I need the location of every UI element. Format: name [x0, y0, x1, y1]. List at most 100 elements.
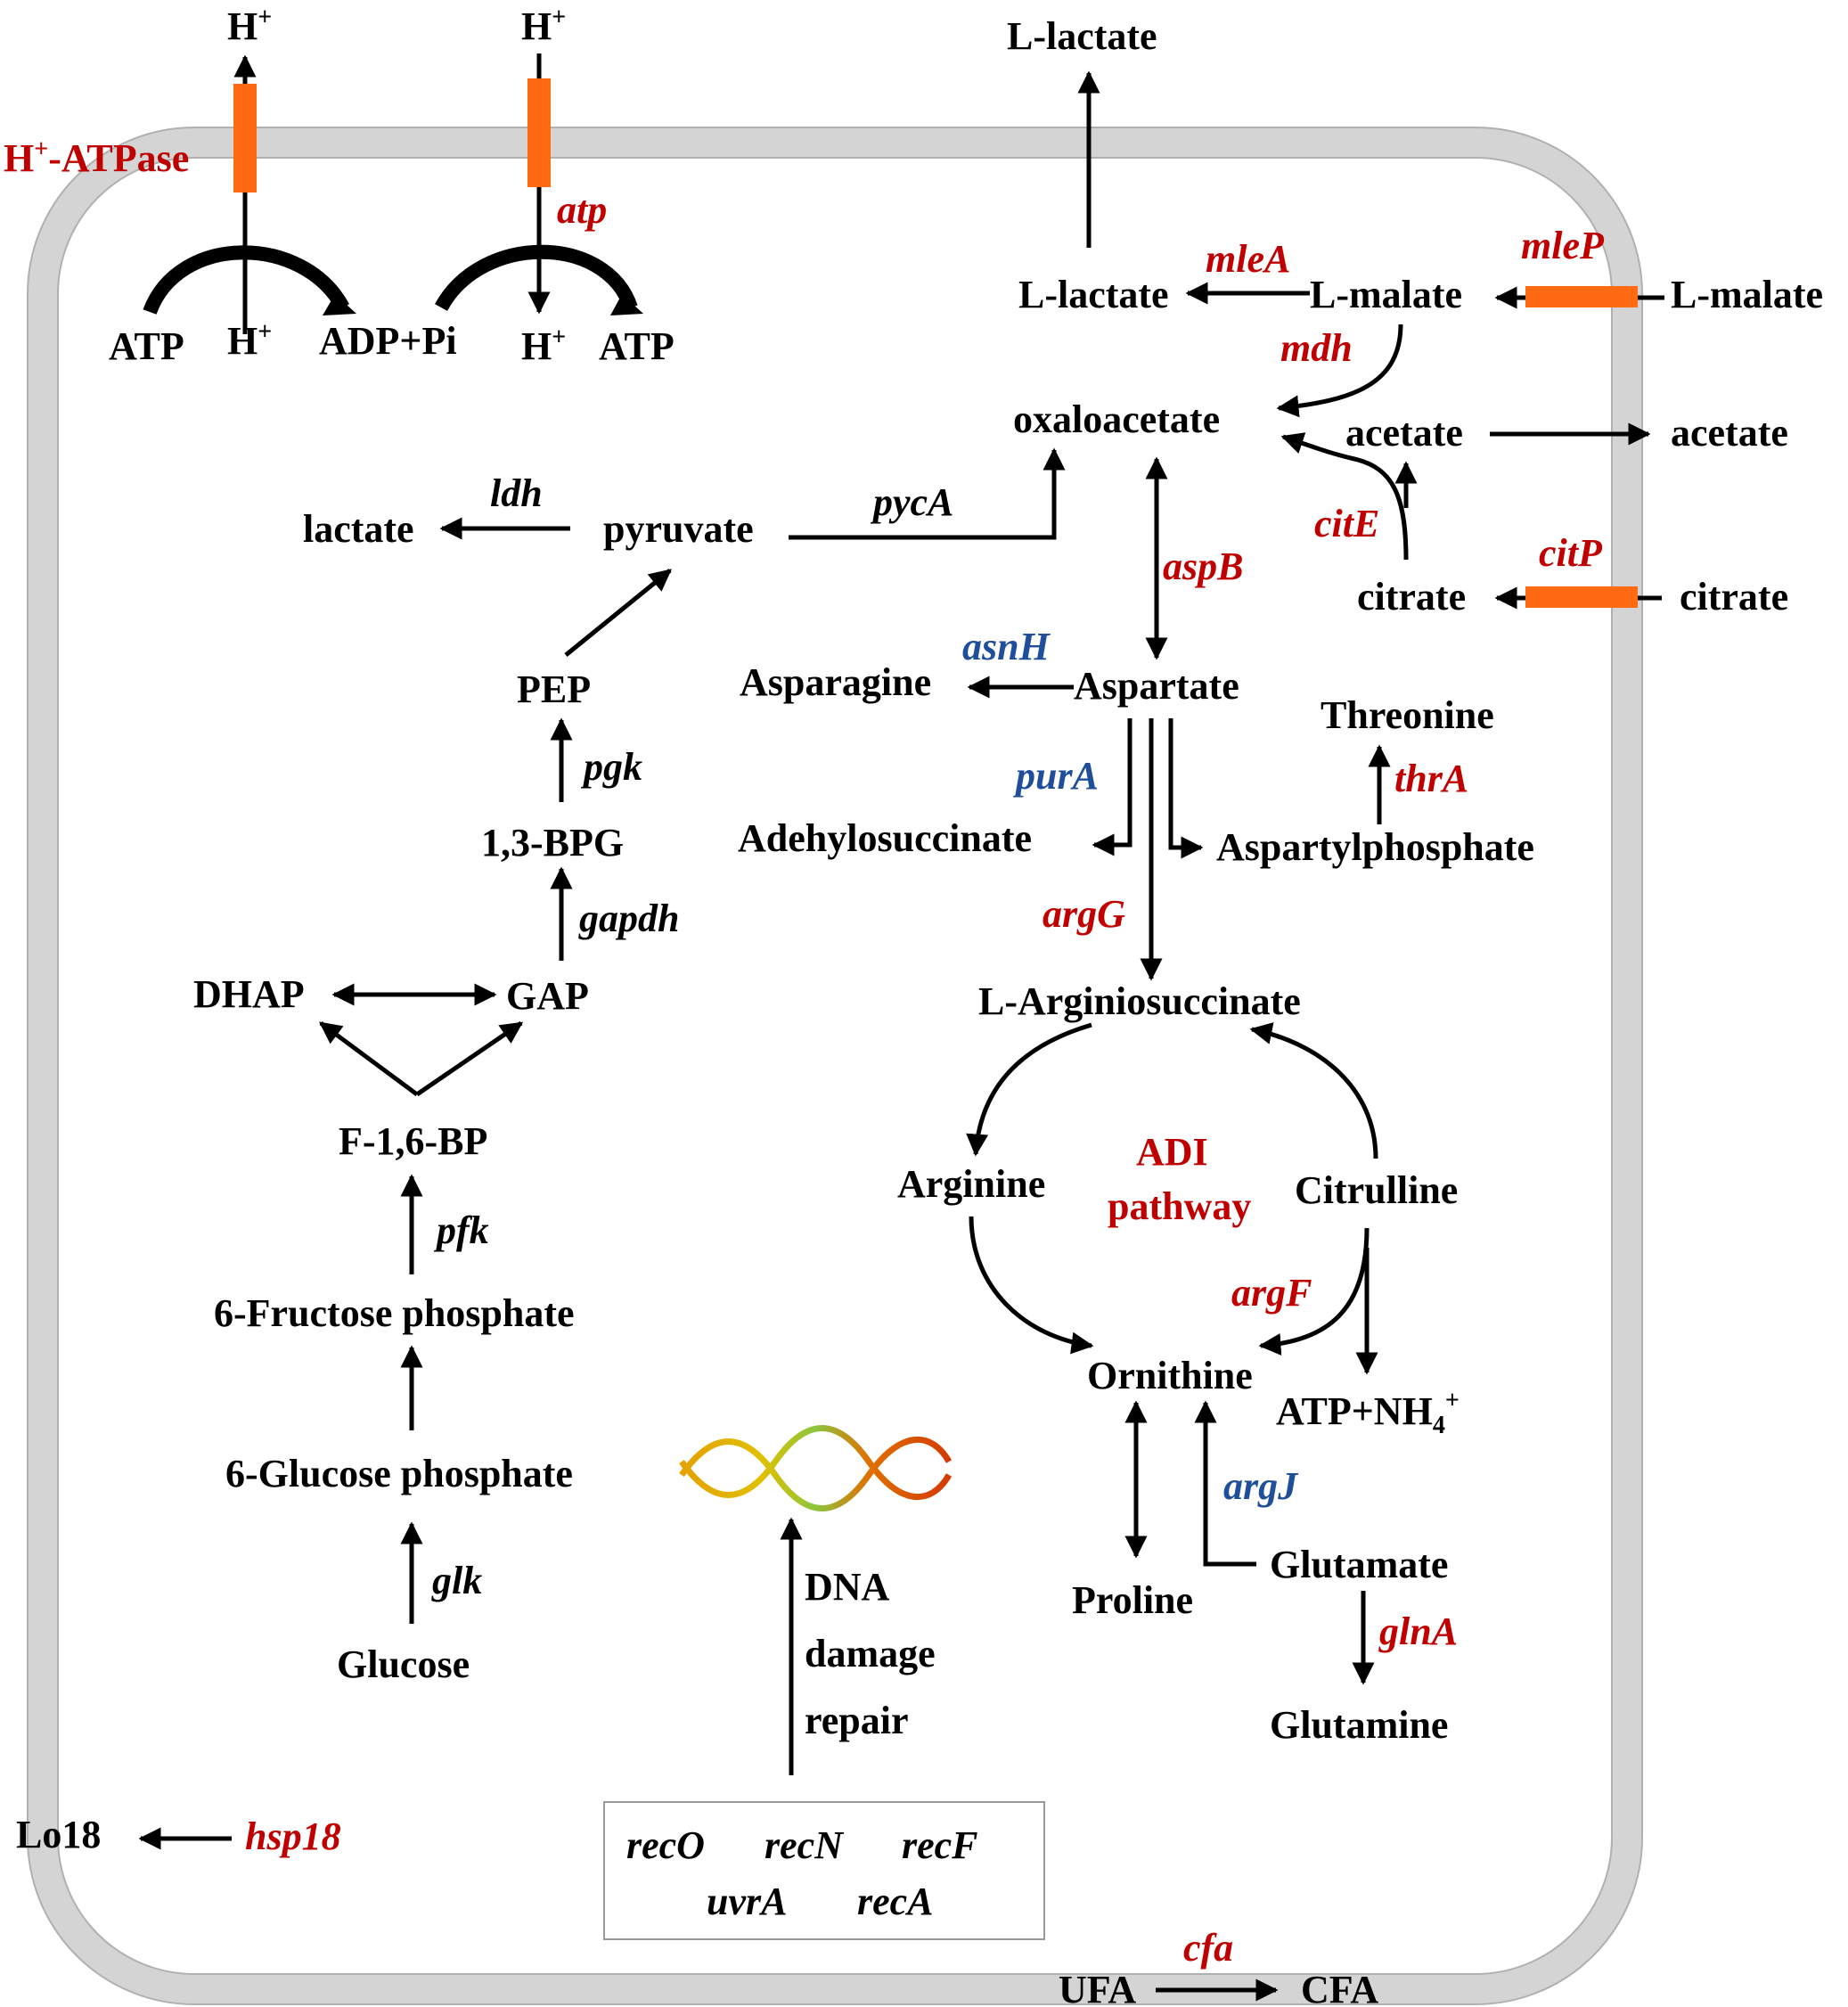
- dna-repair-line-1: DNA: [805, 1565, 890, 1609]
- dna-repair-line-3: repair: [805, 1699, 909, 1742]
- asparagine: Asparagine: [740, 660, 931, 704]
- f16bp-to-dhap-arrow: [318, 1020, 419, 1097]
- l-malate-external: L-malate: [1671, 273, 1823, 316]
- citrulline-to-arginiosuccinate-arrow: [1249, 1022, 1378, 1159]
- ornithine: Ornithine: [1087, 1354, 1253, 1397]
- gene-citP: citP: [1539, 531, 1603, 575]
- proline: Proline: [1072, 1578, 1193, 1622]
- h-plus-top-right: H+: [521, 4, 566, 48]
- adp-pi: ADP+Pi: [319, 319, 457, 363]
- arginiosuccinate-to-arginine-arrow: [966, 1022, 1092, 1157]
- h-plus-right: H+: [521, 324, 566, 368]
- citrulline: Citrulline: [1295, 1168, 1458, 1212]
- cell-membrane-inner-edge: [57, 157, 1613, 1975]
- gene-purA: purA: [1012, 754, 1099, 798]
- aspartylphosphate: Aspartylphosphate: [1216, 825, 1534, 869]
- atp-nh4: ATP+NH4+: [1276, 1387, 1460, 1439]
- gene-argF: argF: [1231, 1271, 1312, 1315]
- gene-pfk: pfk: [433, 1208, 489, 1252]
- dna-helix-icon: [679, 1425, 953, 1511]
- lactate: lactate: [303, 507, 414, 551]
- gene-hsp18: hsp18: [245, 1814, 341, 1858]
- atp-hydrolysis-arc: [143, 245, 350, 315]
- gap: GAP: [506, 974, 589, 1018]
- gene-argG: argG: [1043, 892, 1125, 936]
- gene-pycA: pycA: [870, 480, 953, 524]
- gene-mleP: mleP: [1521, 224, 1605, 267]
- glucose: Glucose: [337, 1642, 470, 1686]
- gene-glk: glk: [431, 1559, 482, 1602]
- gene-pgk: pgk: [580, 745, 642, 789]
- acetate-internal: acetate: [1345, 411, 1463, 455]
- h-atpase-label: H+-ATPase: [4, 135, 189, 180]
- l-arginiosuccinate: L-Arginiosuccinate: [978, 979, 1301, 1023]
- gene-uvrA: uvrA: [707, 1880, 787, 1923]
- adenylosuccinate: Adehylosuccinate: [738, 816, 1032, 860]
- cfa-product: CFA: [1301, 1968, 1378, 2007]
- gene-ldh: ldh: [490, 471, 543, 515]
- atp-right: ATP: [599, 324, 675, 368]
- glutamate: Glutamate: [1270, 1543, 1448, 1586]
- cell-membrane: [28, 127, 1642, 2004]
- gene-argJ: argJ: [1223, 1464, 1299, 1508]
- gene-recO: recO: [626, 1823, 705, 1867]
- f16bp: F-1,6-BP: [339, 1119, 487, 1163]
- gene-citE: citE: [1314, 502, 1379, 545]
- gene-thrA: thrA: [1394, 757, 1468, 800]
- gene-glnA: glnA: [1378, 1610, 1458, 1653]
- l-lactate-internal: L-lactate: [1018, 273, 1169, 316]
- acetate-external: acetate: [1671, 411, 1788, 455]
- lo18: Lo18: [16, 1813, 101, 1856]
- arginine-to-ornithine-arrow: [969, 1216, 1094, 1355]
- gene-recA: recA: [857, 1880, 934, 1923]
- citrate-external: citrate: [1680, 575, 1788, 618]
- dna-repair-line-2: damage: [805, 1632, 936, 1675]
- arginine: Arginine: [897, 1162, 1045, 1206]
- ufa: UFA: [1059, 1968, 1136, 2007]
- f6p: 6-Fructose phosphate: [214, 1291, 575, 1335]
- h-plus-left: H+: [227, 318, 272, 363]
- atp-synthase-channel: [527, 78, 551, 187]
- mleP-transporter: [1525, 286, 1638, 307]
- aspartate: Aspartate: [1074, 664, 1239, 708]
- pep: PEP: [517, 668, 591, 711]
- atp-synthesis-arc: [434, 244, 638, 312]
- gene-recF: recF: [902, 1823, 978, 1867]
- h-plus-top-left: H+: [227, 4, 272, 48]
- h-atpase-channel: [233, 84, 257, 193]
- l-malate-internal: L-malate: [1310, 273, 1462, 316]
- l-lactate-exported: L-lactate: [1007, 14, 1157, 58]
- gene-aspB: aspB: [1163, 545, 1243, 588]
- aspartylphosphate-arrow: [1168, 718, 1204, 859]
- gene-recN: recN: [765, 1823, 845, 1867]
- gene-asnH: asnH: [962, 625, 1051, 668]
- threonine: Threonine: [1321, 693, 1494, 737]
- citrate-internal: citrate: [1357, 575, 1466, 618]
- bpg: 1,3-BPG: [481, 821, 624, 864]
- atp-left: ATP: [109, 324, 184, 368]
- citP-transporter: [1525, 586, 1638, 608]
- atp-synthesis-arc-head: [610, 294, 643, 315]
- cell-membrane-outer-edge: [27, 127, 1643, 2005]
- adi-title-2: pathway: [1108, 1184, 1251, 1228]
- gene-atp: atp: [557, 188, 607, 232]
- f16bp-to-gap-arrow: [415, 1020, 524, 1097]
- pycA-arrow: [789, 447, 1066, 540]
- gene-gapdh: gapdh: [578, 897, 679, 940]
- atp-hydrolysis-arc-head: [323, 294, 356, 315]
- gene-mdh: mdh: [1280, 326, 1353, 370]
- dna-repair-gene-box: [603, 1801, 1045, 1940]
- gene-mleA: mleA: [1206, 237, 1290, 281]
- purA-arrow: [1092, 718, 1133, 856]
- mdh-arrow: [1276, 324, 1403, 418]
- pyruvate: pyruvate: [603, 507, 754, 551]
- dhap: DHAP: [193, 972, 305, 1016]
- citrate-lyase-arrow: [1280, 432, 1409, 561]
- gene-cfa: cfa: [1183, 1926, 1233, 1970]
- oxaloacetate: oxaloacetate: [1013, 397, 1220, 441]
- adi-title-1: ADI: [1136, 1130, 1208, 1174]
- g6p: 6-Glucose phosphate: [225, 1452, 573, 1495]
- argJ-arrow: [1194, 1400, 1256, 1567]
